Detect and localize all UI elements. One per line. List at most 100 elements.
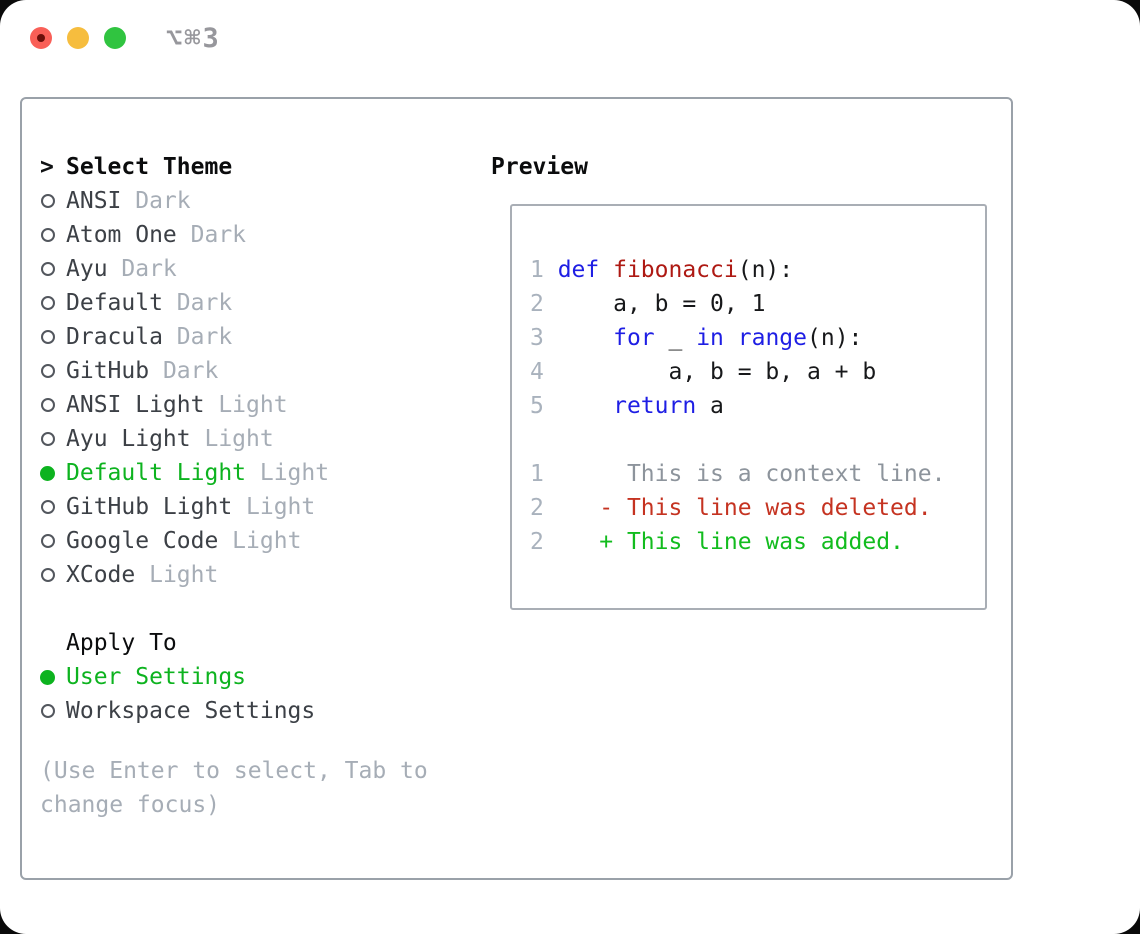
cursor-marker: > xyxy=(40,154,66,180)
option-label: Workspace Settings xyxy=(66,698,316,724)
theme-option[interactable]: Ayu Light Light xyxy=(40,422,490,456)
theme-option[interactable]: Default Dark xyxy=(40,286,490,320)
apply-to-option[interactable]: User Settings xyxy=(40,660,490,694)
code-segment-p xyxy=(558,393,613,419)
diff-preview: 1 This is a context line.2 - This line w… xyxy=(530,457,985,559)
radio-unselected-icon xyxy=(40,228,66,242)
radio-selected-icon xyxy=(40,465,66,481)
option-label: Atom One xyxy=(66,222,177,248)
theme-option[interactable]: Default Light Light xyxy=(40,456,490,490)
code-line: 3 for _ in range(n): xyxy=(530,321,985,355)
radio-circle xyxy=(41,500,55,514)
radio-unselected-icon xyxy=(40,364,66,378)
theme-option[interactable]: ANSI Dark xyxy=(40,184,490,218)
option-variant-label: Light xyxy=(204,392,288,418)
close-button[interactable] xyxy=(30,27,52,49)
option-variant-label: Dark xyxy=(162,290,233,316)
code-segment-a: + This line was added. xyxy=(543,529,904,555)
option-variant-label: Light xyxy=(246,460,330,486)
preview-title: Preview xyxy=(491,154,588,180)
radio-circle xyxy=(40,669,55,685)
theme-option[interactable]: XCode Light xyxy=(40,558,490,592)
option-variant-label: Dark xyxy=(176,222,247,248)
radio-unselected-icon xyxy=(40,194,66,208)
radio-circle xyxy=(41,398,55,412)
preview-blank-line xyxy=(530,423,985,457)
code-line: 4 a, b = b, a + b xyxy=(530,355,985,389)
radio-circle xyxy=(41,432,55,446)
option-label: ANSI Light xyxy=(66,392,205,418)
option-variant-label: Light xyxy=(232,494,316,520)
radio-unselected-icon xyxy=(40,500,66,514)
code-segment-p: a, b = 0, 1 xyxy=(557,291,766,317)
code-segment-n: 1 xyxy=(530,461,544,487)
radio-circle xyxy=(41,262,55,276)
option-variant-label: Light xyxy=(135,562,219,588)
code-segment-p xyxy=(558,325,613,351)
theme-option[interactable]: GitHub Dark xyxy=(40,354,490,388)
code-segment-k: return xyxy=(613,393,697,419)
radio-unselected-icon xyxy=(40,398,66,412)
code-segment-p: a, b = b, a + b xyxy=(557,359,877,385)
radio-unselected-icon xyxy=(40,330,66,344)
code-segment-k: range xyxy=(737,325,807,351)
code-segment-p xyxy=(724,325,738,351)
minimize-button[interactable] xyxy=(67,27,89,49)
preview-box: 1 def fibonacci(n): 2 a, b = 0, 1 3 for _ … xyxy=(510,204,987,610)
apply-to-title: Apply To xyxy=(66,630,177,656)
radio-circle xyxy=(41,704,55,718)
radio-unselected-icon xyxy=(40,262,66,276)
theme-option[interactable]: ANSI Light Light xyxy=(40,388,490,422)
radio-unselected-icon xyxy=(40,534,66,548)
radio-unselected-icon xyxy=(40,432,66,446)
code-segment-f: fibonacci xyxy=(613,257,738,283)
apply-to-option[interactable]: Workspace Settings xyxy=(40,694,490,728)
option-variant-label: Light xyxy=(218,528,302,554)
code-segment-p: (n): xyxy=(737,257,794,283)
option-label: Ayu Light xyxy=(66,426,191,452)
code-segment-k: for xyxy=(613,325,655,351)
option-label: Dracula xyxy=(66,324,163,350)
radio-circle xyxy=(41,364,55,378)
radio-circle xyxy=(41,194,55,208)
theme-option[interactable]: Ayu Dark xyxy=(40,252,490,286)
option-variant-label: Dark xyxy=(107,256,177,282)
select-theme-header-row: > Select Theme xyxy=(40,150,490,184)
help-hint: (Use Enter to select, Tab to change focu… xyxy=(40,758,428,818)
diff-line: 2 + This line was added. xyxy=(530,525,985,559)
code-segment-n: 5 xyxy=(530,393,558,419)
cursor-icon: > xyxy=(40,154,54,180)
window-titlebar: ⌥⌘3 xyxy=(30,23,221,54)
theme-option[interactable]: Atom One Dark xyxy=(40,218,490,252)
code-segment-n: 2 xyxy=(530,291,558,317)
option-label: ANSI xyxy=(66,188,122,214)
diff-line: 1 This is a context line. xyxy=(530,457,985,491)
code-segment-n: 3 xyxy=(530,325,558,351)
option-label: Ayu xyxy=(66,256,108,282)
code-segment-k: in xyxy=(696,325,724,351)
option-variant-label: Dark xyxy=(162,324,233,350)
code-line: 5 return a xyxy=(530,389,985,423)
code-line: 1 def fibonacci(n): xyxy=(530,253,985,287)
radio-circle xyxy=(41,534,55,548)
option-label: XCode xyxy=(66,562,136,588)
zoom-button[interactable] xyxy=(104,27,126,49)
theme-option[interactable]: GitHub Light Light xyxy=(40,490,490,524)
option-variant-label: Light xyxy=(190,426,274,452)
code-segment-n: 2 xyxy=(530,495,544,521)
option-label: GitHub Light xyxy=(66,494,233,520)
theme-option[interactable]: Google Code Light xyxy=(40,524,490,558)
radio-circle xyxy=(41,228,55,242)
code-segment-p: a xyxy=(696,393,724,419)
theme-option[interactable]: Dracula Dark xyxy=(40,320,490,354)
diff-line: 2 - This line was deleted. xyxy=(530,491,985,525)
option-label: User Settings xyxy=(66,664,247,690)
radio-circle xyxy=(41,330,55,344)
option-label: Default Light xyxy=(66,460,247,486)
select-theme-title: Select Theme xyxy=(66,154,233,180)
